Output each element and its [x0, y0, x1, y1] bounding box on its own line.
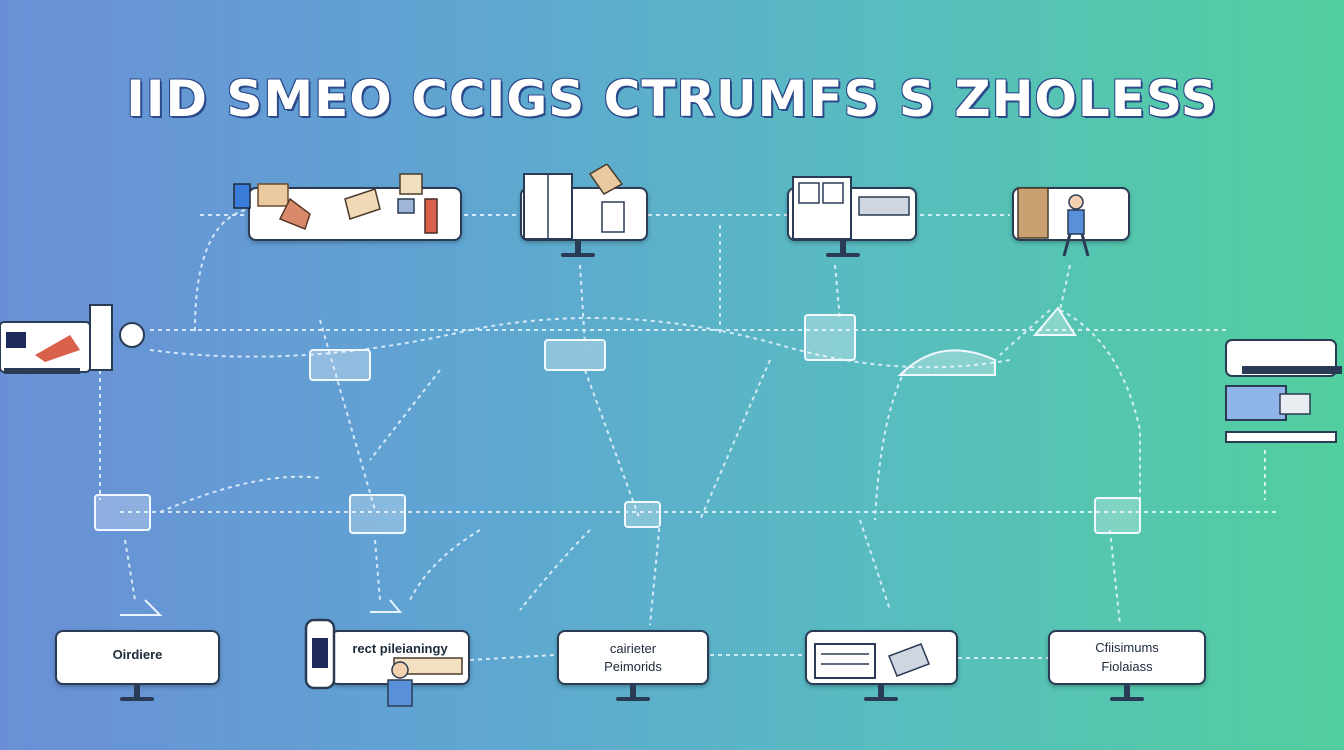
connector-diag-2	[369, 369, 441, 461]
connector-card3-drop	[834, 264, 841, 321]
stand-icons	[120, 599, 403, 616]
person-desk-icon	[387, 661, 413, 707]
router-icon-3	[804, 314, 856, 361]
bottom-card-3: cairieter Peimorids	[557, 630, 709, 685]
router-icon-2	[544, 339, 606, 371]
bottom-card-1: Oirdiere	[55, 630, 220, 685]
handheld-scanner-icon	[304, 618, 336, 690]
diagram-title: IID SMEO CCIGS CTRUMFS S ZHOLESS	[126, 70, 1218, 128]
connector-drop-b6	[1109, 529, 1121, 626]
bottom-card-5-sublabel: Fiolaiass	[1101, 659, 1153, 674]
bottom-card-4	[805, 630, 958, 685]
delivery-truck-icon	[0, 304, 145, 374]
cabinet-illustration	[523, 164, 625, 240]
connector-peak-left	[999, 309, 1051, 356]
boxes-and-tools-illustration	[257, 173, 438, 234]
bottom-card-3-label: cairieter	[609, 641, 657, 656]
connector-drop-b3	[519, 529, 591, 611]
connector-card4-drop	[1059, 264, 1071, 311]
connector-diag-1	[319, 319, 376, 511]
connector-mid-swoop	[159, 475, 321, 513]
top-card-3	[787, 176, 917, 241]
bottom-card-3-sublabel: Peimorids	[604, 659, 662, 674]
dome-icon	[897, 349, 996, 376]
connector-top-left-drop	[194, 209, 246, 335]
connector-card2-drop	[579, 264, 586, 346]
connector-drop-b7	[409, 529, 481, 601]
connector-upper-wave	[149, 317, 1011, 369]
connector-drop-b2	[374, 539, 381, 601]
bottom-card-1-label: Oirdiere	[112, 647, 163, 662]
connector-diag-5	[874, 369, 906, 521]
server-rack-illustration	[792, 176, 910, 240]
connector-drop-b5	[859, 519, 891, 611]
connector-peak-right	[1059, 309, 1141, 515]
connector-diag-3	[584, 369, 641, 521]
kiosk-terminal-icon	[1225, 339, 1342, 443]
connector-drop-b1	[124, 539, 136, 601]
bottom-card-5-label: Cfiisimums	[1095, 640, 1159, 655]
hub-icons	[94, 494, 1141, 534]
hub-icon-2	[349, 494, 406, 534]
worker-illustration	[1017, 187, 1090, 257]
router-icons	[309, 306, 1077, 381]
top-card-2	[520, 164, 648, 241]
router-icon-1	[309, 349, 371, 381]
connector-drop-b4	[649, 519, 661, 626]
bottom-card-2-label: rect pileianingy	[352, 641, 448, 656]
stand-icon-1	[120, 599, 163, 616]
hub-icon-3	[624, 501, 661, 528]
peak-icon	[1032, 306, 1077, 336]
bottom-card-5: Cfiisimums Fiolaiass	[1048, 630, 1206, 685]
printer-illustration	[814, 643, 930, 679]
top-card-4	[1012, 187, 1130, 257]
connector-diag-4	[699, 359, 771, 521]
hub-icon-4	[1094, 497, 1141, 534]
person-icon-left	[233, 183, 251, 209]
top-card-1	[248, 173, 462, 241]
stand-icon-2	[370, 599, 403, 613]
connector-bottom-1	[469, 654, 556, 661]
hub-icon-1	[94, 494, 151, 531]
